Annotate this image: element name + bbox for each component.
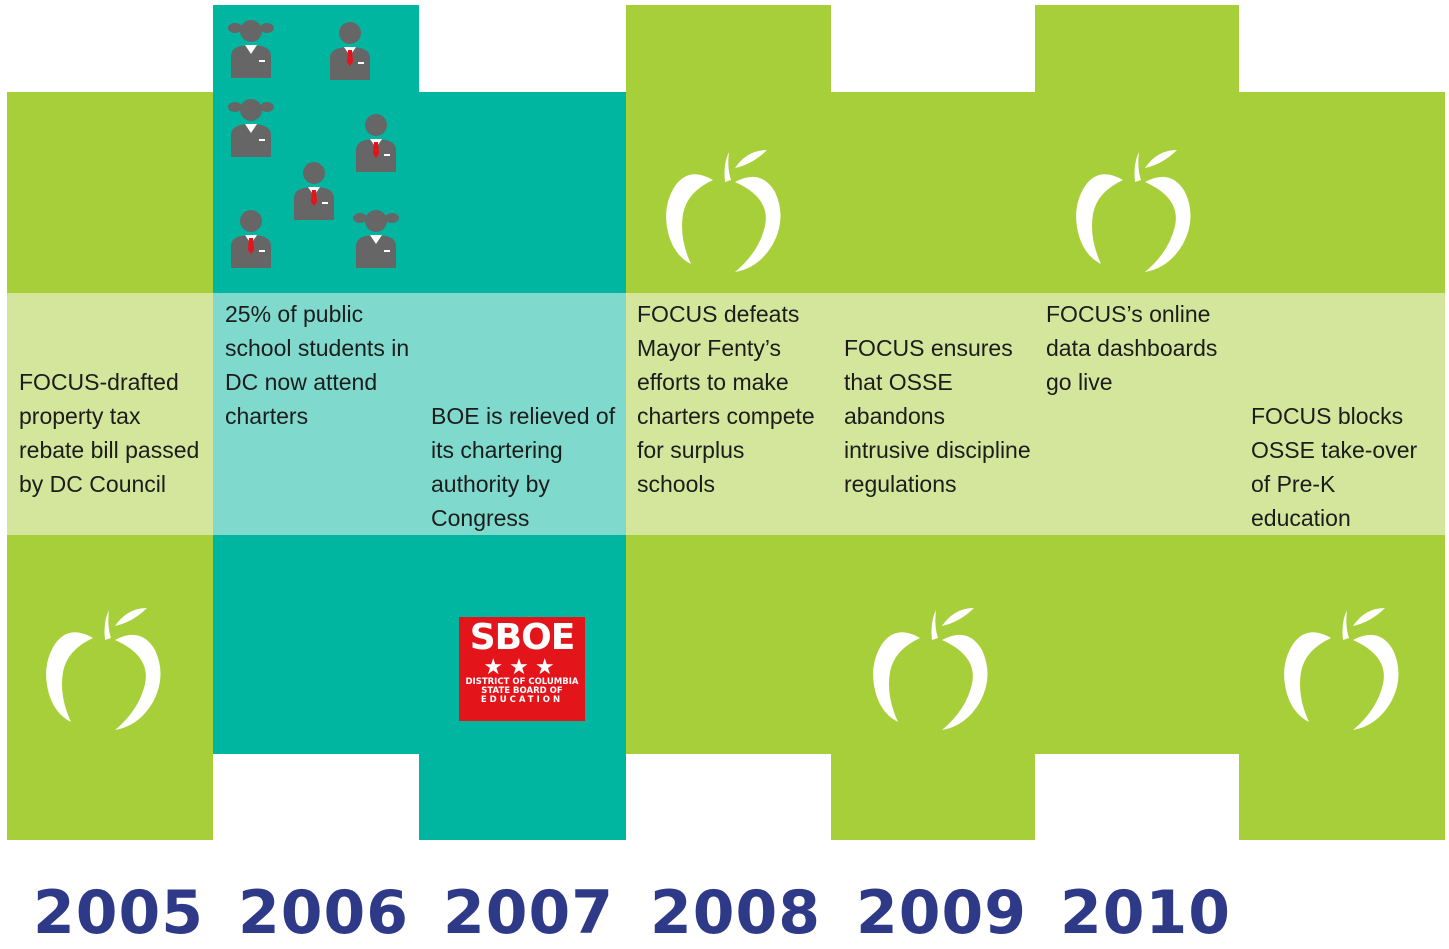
year-2010: 2010	[1060, 878, 1231, 948]
student-girl-icon	[350, 204, 402, 268]
event-text-2010: FOCUS’s online data dashboards go live	[1046, 301, 1218, 395]
sboe-logo-line2: STATE BOARD OF	[481, 686, 563, 696]
sboe-logo: SBOE ★★★ DISTRICT OF COLUMBIA STATE BOAR…	[459, 617, 585, 721]
year-2005: 2005	[33, 878, 204, 948]
apple-icon	[35, 598, 175, 738]
band-left	[7, 293, 213, 535]
sboe-logo-line3: EDUCATION	[480, 695, 564, 705]
apple-icon	[862, 598, 1002, 738]
student-boy-icon	[350, 108, 402, 172]
band-right	[626, 293, 1445, 535]
event-text-2005: FOCUS-drafted property tax rebate bill p…	[19, 369, 200, 497]
student-boy-icon	[288, 156, 340, 220]
band-teal	[213, 293, 626, 535]
event-text-2009: FOCUS ensures that OSSE abandons intrusi…	[844, 335, 1031, 497]
event-text-2007: BOE is relieved of its chartering author…	[431, 403, 616, 531]
year-2008: 2008	[650, 878, 821, 948]
student-girl-icon	[225, 93, 277, 157]
apple-icon	[655, 140, 795, 280]
event-text-2006: 25% of public school students in DC now …	[225, 301, 410, 429]
year-2007: 2007	[443, 878, 614, 948]
sboe-logo-stars: ★★★	[483, 654, 561, 679]
apple-icon	[1273, 598, 1413, 738]
sboe-logo-title: SBOE	[469, 617, 576, 658]
year-2006: 2006	[238, 878, 409, 948]
event-text-2008: FOCUS defeats Mayor Fenty’s efforts to m…	[637, 301, 815, 497]
sboe-logo-line1: DISTRICT OF COLUMBIA	[465, 677, 579, 687]
year-2009: 2009	[856, 878, 1027, 948]
student-boy-icon	[225, 204, 277, 268]
student-boy-icon	[324, 16, 376, 80]
student-girl-icon	[225, 14, 277, 78]
event-text-2011: FOCUS blocks OSSE take-over of Pre-K edu…	[1251, 403, 1418, 531]
apple-icon	[1065, 140, 1205, 280]
